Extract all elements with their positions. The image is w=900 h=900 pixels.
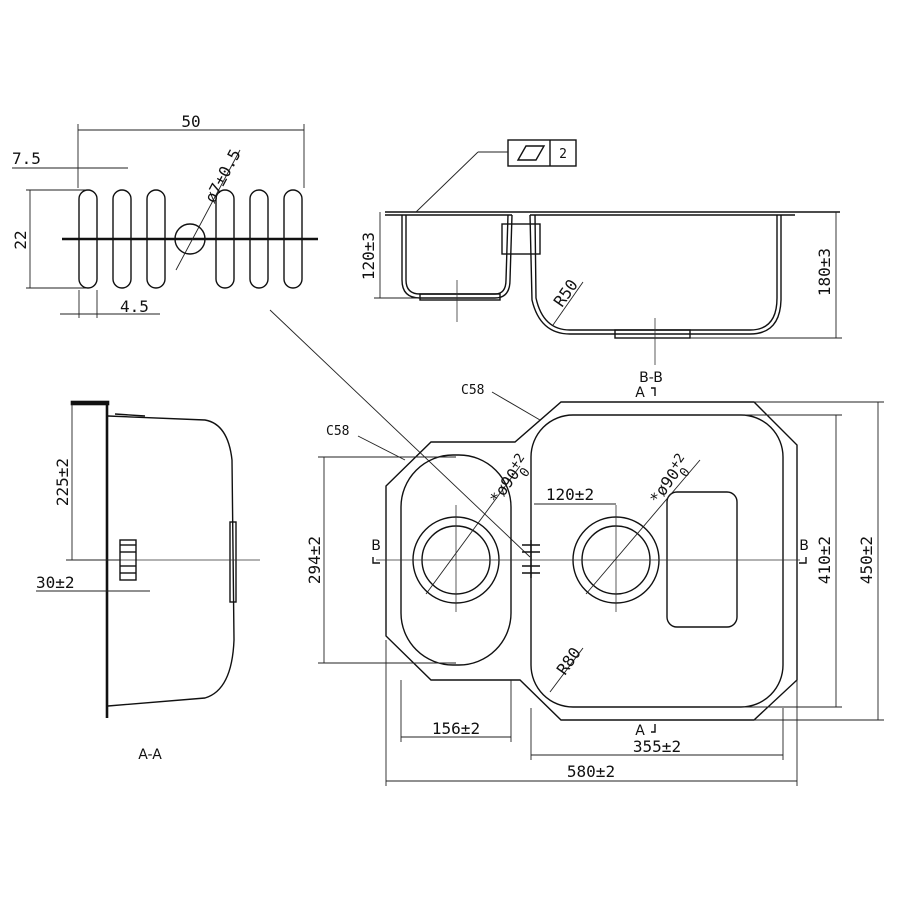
radius-leader — [552, 281, 584, 326]
section-bb-view: 120±3 180±3 R50 2 B-B — [359, 139, 842, 386]
chamfer-leader-right — [491, 391, 541, 421]
outer-outline — [385, 401, 798, 721]
flatness-frame — [507, 139, 577, 167]
drain-outlet — [229, 521, 237, 603]
small-bowl-width-text: 156±2 — [432, 719, 480, 738]
slot-detail-view: 50 7.5 22 ø7±0.5 4.5 — [11, 112, 318, 318]
height-dimension-text: 225±2 — [53, 458, 72, 506]
radius-text: R80 — [553, 644, 585, 679]
chamfer-left-text: C58 — [326, 424, 349, 439]
chamfer-leader-left — [357, 435, 406, 461]
large-drain-leader — [585, 459, 701, 595]
small-bowl-height-text: 294±2 — [305, 536, 324, 584]
small-drain-flange — [419, 293, 501, 301]
section-a-marker-top: A — [635, 385, 645, 401]
slot-dimension-text: 4.5 — [120, 297, 149, 316]
small-drain-leader — [425, 465, 521, 595]
small-bowl-profile — [401, 214, 513, 299]
bowl-profile — [107, 415, 235, 707]
radius-text: R50 — [550, 276, 582, 311]
width-dimension-text: 50 — [181, 112, 200, 131]
rim-detail — [114, 413, 146, 417]
chamfer-right-text: C58 — [461, 383, 484, 398]
overall-width-text: 580±2 — [567, 762, 615, 781]
section-aa-view: 225±2 30±2 A-A — [36, 400, 260, 763]
overflow-diameter-text: ø7±0.5 — [201, 146, 245, 206]
large-drain-tol-upper: +2 — [667, 451, 688, 472]
section-aa-label: A-A — [138, 747, 162, 763]
overflow-recess — [666, 491, 738, 628]
left-depth-text: 120±3 — [359, 232, 378, 280]
flatness-value: 2 — [559, 147, 567, 162]
height-dimension-text: 22 — [11, 230, 30, 249]
section-bb-label: B-B — [639, 370, 663, 386]
large-bowl-width-text: 355±2 — [633, 737, 681, 756]
large-bowl-inner — [534, 214, 778, 331]
offset-dimension-text: 7.5 — [12, 149, 41, 168]
small-drain-tol-upper: +2 — [507, 451, 528, 472]
large-drain-flange — [614, 329, 691, 339]
inner-height-text: 410±2 — [815, 536, 834, 584]
diameter-leader — [175, 149, 241, 271]
flange-top — [70, 400, 110, 406]
detail-reference-leader — [269, 309, 531, 558]
leader-line — [415, 151, 479, 213]
plan-view: *ø90 +2 0 *ø90 +2 0 120±2 C58 C58 R80 29… — [305, 383, 884, 786]
section-b-marker-right: B — [799, 538, 809, 554]
flatness-symbol-icon — [516, 145, 546, 161]
outer-height-text: 450±2 — [857, 536, 876, 584]
large-bowl-profile — [529, 214, 782, 335]
center-offset-text: 120±2 — [546, 485, 594, 504]
section-a-marker-bottom: A — [635, 723, 645, 739]
section-b-marker-left: B — [371, 538, 381, 554]
divider-detail-box — [501, 223, 541, 255]
right-depth-text: 180±3 — [815, 248, 834, 296]
radius-leader — [549, 647, 584, 693]
overflow-slot-indicator — [522, 540, 540, 578]
flange-dimension-text: 30±2 — [36, 573, 75, 592]
